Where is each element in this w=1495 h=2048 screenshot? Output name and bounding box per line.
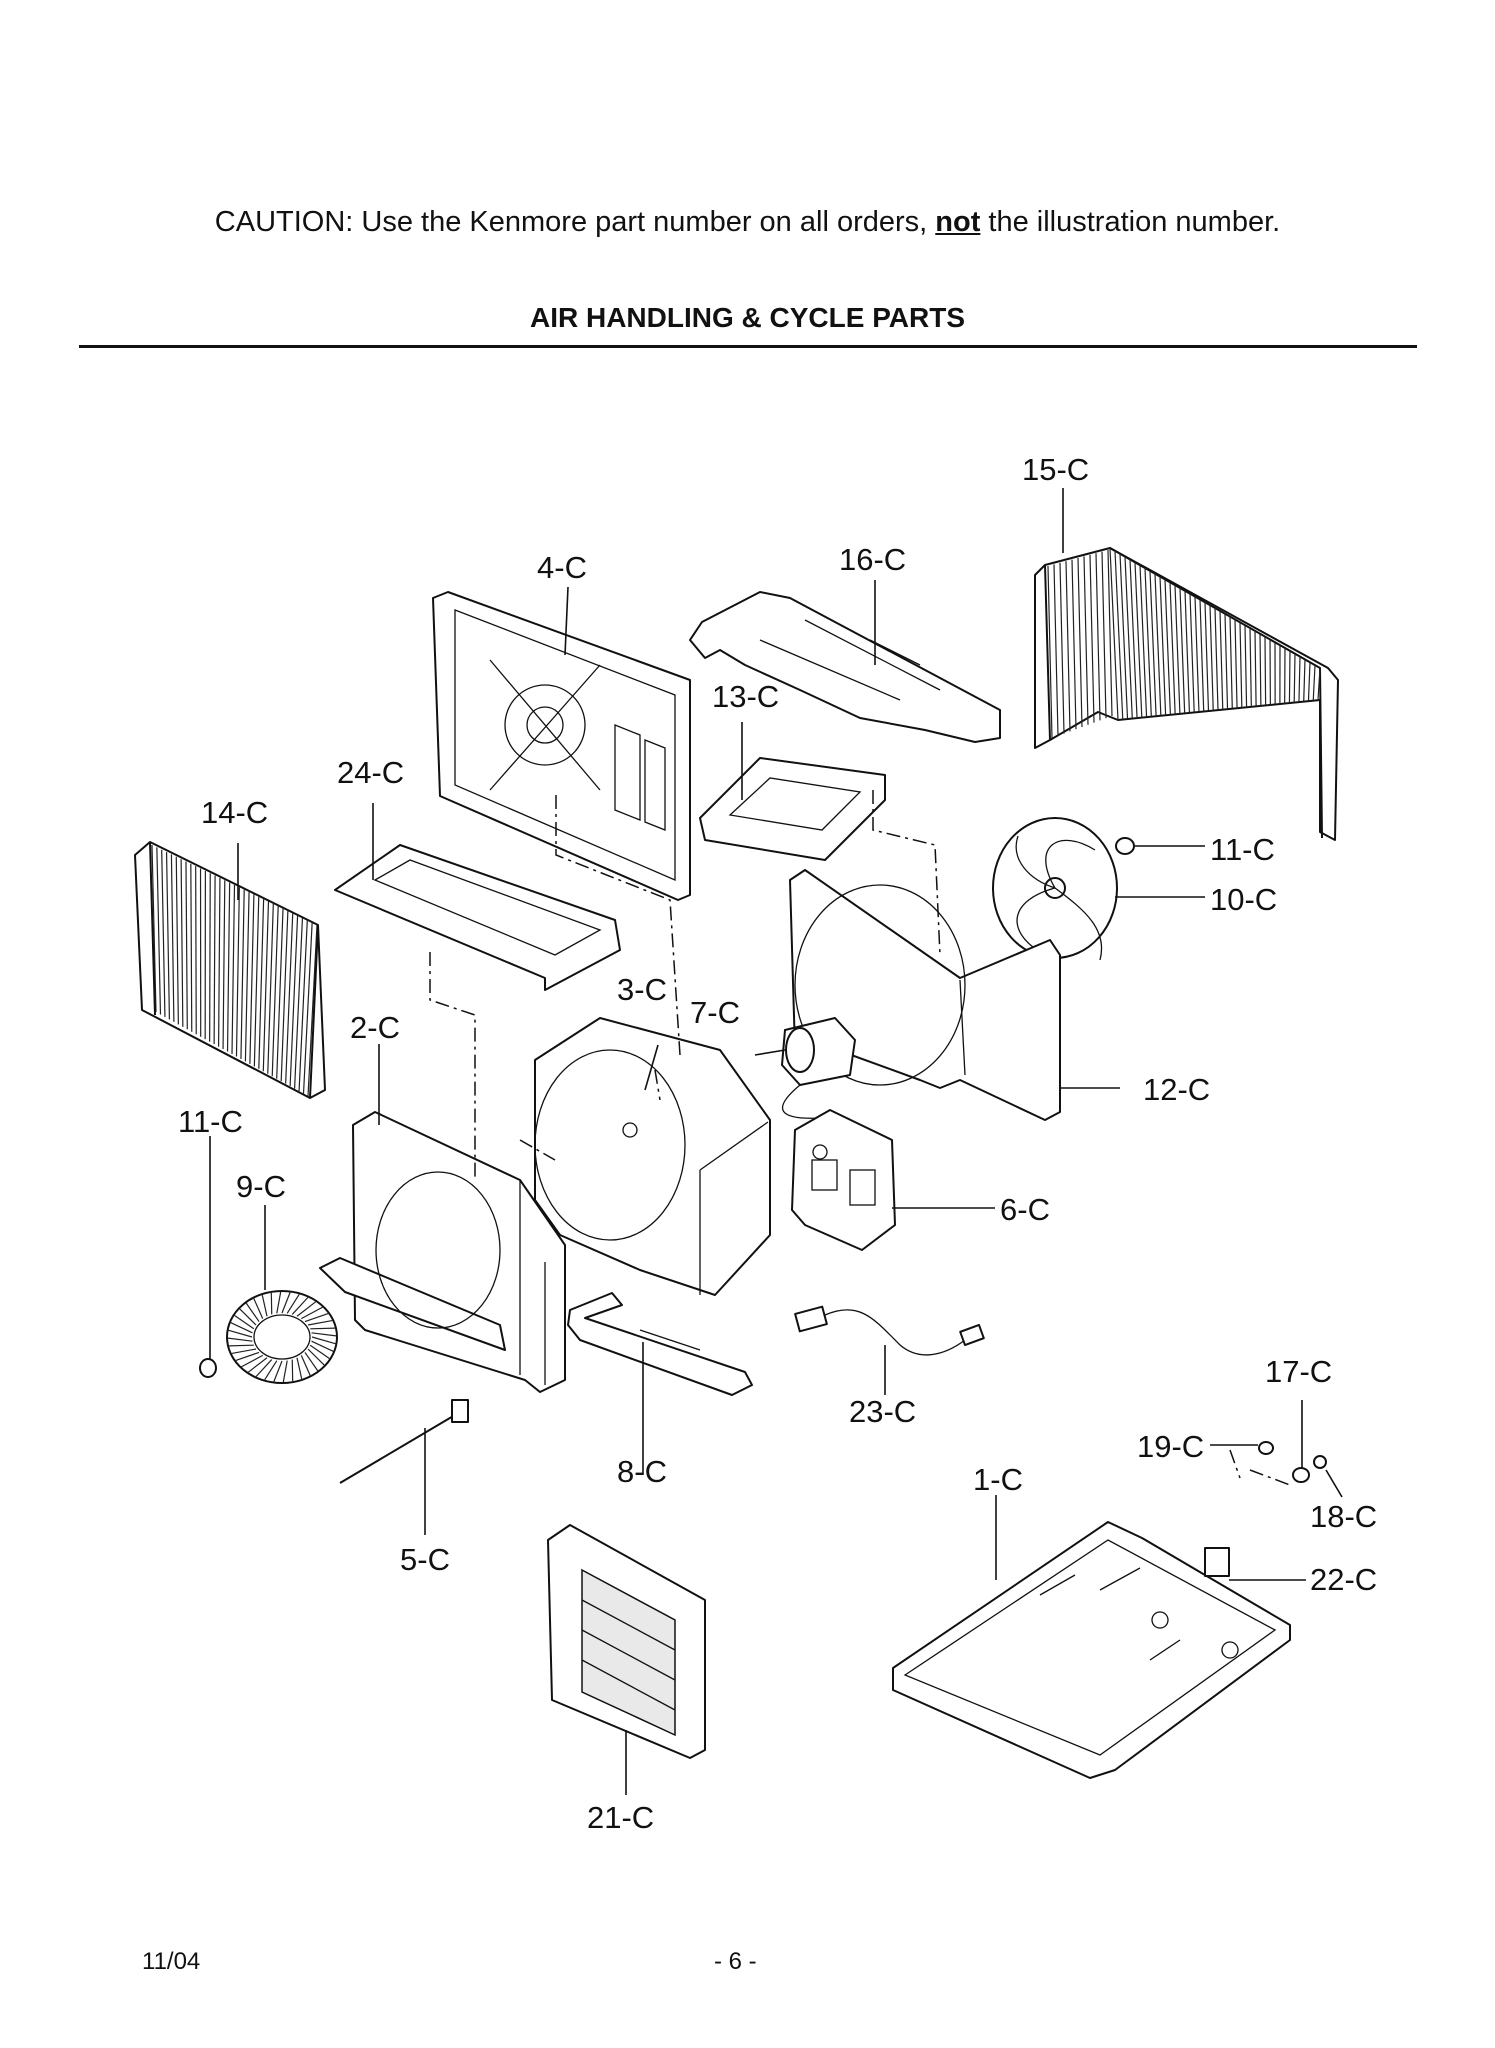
label-16-c: 16-C	[839, 542, 906, 577]
part-top-cover	[689, 591, 1001, 743]
caution-note: CAUTION: Use the Kenmore part number on …	[0, 206, 1495, 239]
label-21-c: 21-C	[587, 1800, 654, 1835]
part-screw	[1313, 1455, 1327, 1469]
part-evaporator-coil	[134, 841, 326, 1099]
part-barrier-panel	[432, 591, 691, 901]
label-15-c: 15-C	[1022, 452, 1089, 487]
label-6-c: 6-C	[1000, 1192, 1050, 1227]
label-2-c: 2-C	[350, 1010, 400, 1045]
page-number: - 6 -	[714, 1948, 757, 1975]
part-air-guide	[534, 1017, 771, 1296]
condenser-fins	[1047, 547, 1321, 739]
label-13-c: 13-C	[712, 679, 779, 714]
caution-suffix: the illustration number.	[980, 206, 1281, 238]
part-grommet	[1258, 1441, 1274, 1455]
part-labels: 15-C 4-C 16-C 13-C 24-C 14-C 11-C 10-C 3…	[178, 452, 1377, 1835]
part-blower-wheel	[226, 1290, 338, 1384]
part-control-box	[791, 1109, 896, 1251]
evaporator-fins	[151, 844, 318, 1097]
label-22-c: 22-C	[1310, 1562, 1377, 1597]
label-19-c: 19-C	[1137, 1429, 1204, 1464]
blower-blades	[227, 1291, 337, 1383]
part-heater-frame	[547, 1524, 706, 1759]
label-17-c: 17-C	[1265, 1354, 1332, 1389]
part-sensor-rod	[339, 1399, 469, 1484]
part-bracket	[1204, 1547, 1230, 1577]
label-12-c: 12-C	[1143, 1072, 1210, 1107]
part-top-plate	[334, 844, 621, 991]
label-4-c: 4-C	[537, 550, 587, 585]
label-3-c: 3-C	[617, 972, 667, 1007]
part-washer	[1292, 1467, 1310, 1483]
label-1-c: 1-C	[973, 1462, 1023, 1497]
label-18-c: 18-C	[1310, 1499, 1377, 1534]
label-9-c: 9-C	[236, 1169, 286, 1204]
part-wire-harness	[794, 1305, 985, 1356]
caution-prefix: CAUTION: Use the Kenmore part number on …	[214, 206, 936, 238]
part-condenser-fan	[992, 817, 1118, 961]
label-10-c: 10-C	[1210, 882, 1277, 917]
part-blower-clamp-lower	[199, 1358, 217, 1378]
label-8-c: 8-C	[617, 1454, 667, 1489]
part-control-cover	[699, 757, 886, 861]
part-drain-support	[567, 1292, 753, 1396]
part-scroll-housing	[319, 1111, 566, 1393]
part-condenser-coil	[1034, 547, 1339, 841]
leader-lines	[209, 488, 1343, 1795]
title-rule	[79, 345, 1417, 348]
footer-date: 11/04	[142, 1948, 201, 1975]
label-5-c: 5-C	[400, 1542, 450, 1577]
label-24-c: 24-C	[337, 755, 404, 790]
part-fan-motor	[754, 1017, 856, 1131]
section-title: AIR HANDLING & CYCLE PARTS	[529, 302, 966, 333]
part-fan-clamp-upper	[1115, 837, 1135, 855]
part-base-pan	[892, 1521, 1291, 1779]
caution-emphasis: not	[935, 206, 981, 238]
label-11-c-lower: 11-C	[178, 1104, 243, 1139]
label-11-c-upper: 11-C	[1210, 832, 1275, 867]
label-14-c: 14-C	[201, 795, 268, 830]
label-7-c: 7-C	[690, 995, 740, 1030]
label-23-c: 23-C	[849, 1394, 916, 1429]
assembly-lines	[429, 790, 1291, 1486]
